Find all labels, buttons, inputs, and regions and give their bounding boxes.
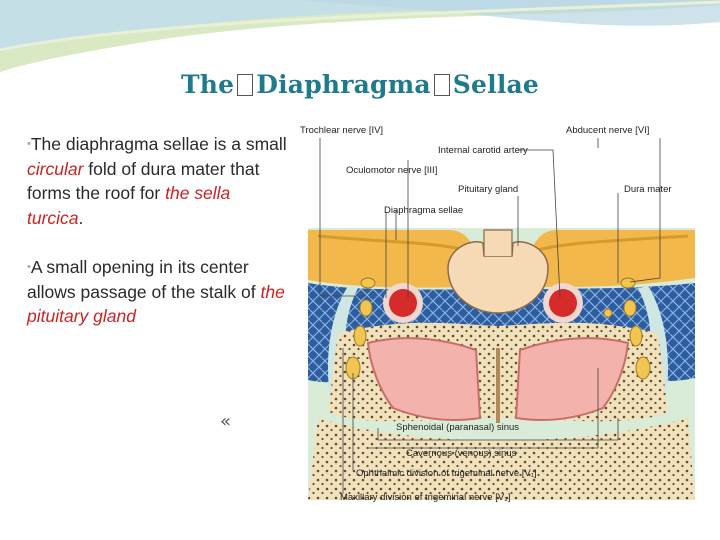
bullet-dot-icon: • bbox=[27, 138, 31, 150]
bullet-dot-icon: • bbox=[27, 261, 31, 273]
label-sphenoidal-sinus: Sphenoidal (paranasal) sinus bbox=[396, 422, 519, 433]
internal-carotid-artery-right bbox=[549, 289, 577, 317]
pituitary-gland-shape bbox=[447, 241, 549, 314]
highlight-term: the sella turcica bbox=[27, 183, 231, 228]
anatomy-diagram: Trochlear nerve [IV] Abducent nerve [VI]… bbox=[300, 125, 695, 503]
bullet-list: •The diaphragma sellae is a small circul… bbox=[27, 132, 289, 354]
sphenoidal-sinus-left bbox=[366, 337, 482, 421]
label-trochlear-nerve: Trochlear nerve [IV] bbox=[300, 125, 383, 136]
label-cavernous-sinus: Cavernous (venous) sinus bbox=[406, 448, 517, 459]
cranial-nerves bbox=[345, 277, 651, 380]
label-pituitary-gland: Pituitary gland bbox=[458, 184, 518, 195]
previous-slide-icon[interactable]: « bbox=[220, 411, 232, 432]
label-diaphragma-sellae: Diaphragma sellae bbox=[384, 205, 463, 216]
missing-glyph-box bbox=[237, 74, 254, 96]
header-decoration bbox=[0, 0, 720, 72]
slide-title: The Diaphragma Sellae bbox=[0, 70, 720, 99]
bullet-text: . bbox=[78, 207, 84, 228]
internal-carotid-artery-left bbox=[389, 289, 417, 317]
highlight-term: circular bbox=[27, 158, 84, 179]
bullet-item-1: •The diaphragma sellae is a small circul… bbox=[27, 132, 289, 230]
label-dura-mater: Dura mater bbox=[624, 184, 672, 195]
highlight-term: the pituitary gland bbox=[27, 281, 285, 327]
title-word-diaphragma: Diaphragma bbox=[256, 70, 431, 99]
sphenoidal-sinus-right bbox=[514, 337, 630, 421]
section-image bbox=[308, 228, 695, 500]
title-word-the: The bbox=[180, 70, 235, 99]
title-word-sellae: Sellae bbox=[452, 70, 540, 99]
bullet-text: fold of dura mater that forms the roof f… bbox=[27, 158, 260, 204]
label-maxillary-division: Maxillary division of trigeminal nerve [… bbox=[340, 492, 511, 503]
label-internal-carotid-artery: Internal carotid artery bbox=[438, 145, 528, 156]
bullet-text: A small opening in its center allows pas… bbox=[27, 257, 261, 302]
missing-glyph-box bbox=[433, 74, 450, 96]
label-ophthalmic-division: Ophthalmic division of trigeminal nerve … bbox=[356, 468, 537, 479]
label-oculomotor-nerve: Oculomotor nerve [III] bbox=[346, 165, 437, 176]
label-abducent-nerve: Abducent nerve [VI] bbox=[566, 125, 649, 136]
bullet-text: The diaphragma sellae is a small bbox=[30, 134, 287, 154]
bullet-item-2: •A small opening in its center allows pa… bbox=[27, 255, 289, 329]
leader-lines bbox=[319, 138, 661, 494]
